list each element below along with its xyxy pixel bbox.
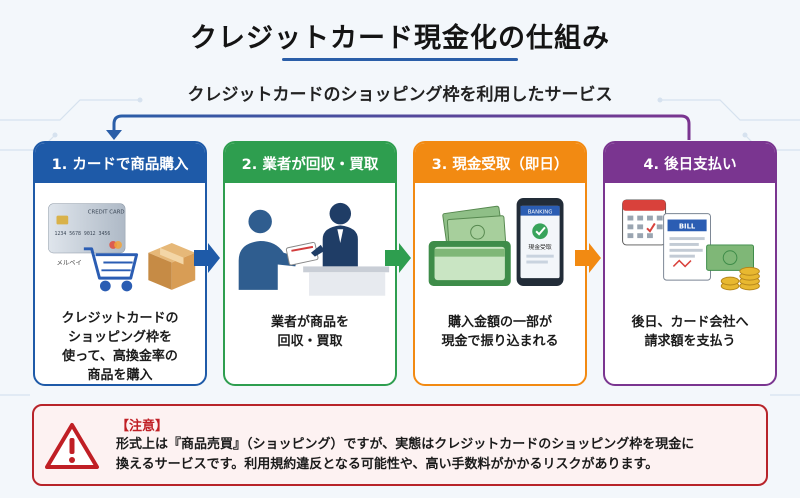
- box-icon: [148, 242, 196, 290]
- purchase-illustration: CREDIT CARD 1234 5678 9012 3456 メルペイ: [48, 203, 196, 292]
- step-card-2: 2. 業者が回収・買取 業者が商品を回収・買取: [223, 141, 397, 386]
- smartphone-icon: BANKING 現金受取: [516, 198, 564, 286]
- title-underline: [282, 58, 518, 61]
- warning-label: 【注意】: [116, 419, 169, 434]
- page-title: クレジットカード現金化の仕組み: [190, 23, 610, 54]
- step-card-1: 1. カードで商品購入 CREDIT CARD 1234 5678 9012 3…: [33, 141, 207, 386]
- buyback-illustration: [238, 202, 390, 296]
- gift-icon: [285, 241, 319, 266]
- bill-icon: BILL: [663, 213, 712, 281]
- cash-receipt-illustration: BANKING 現金受取: [428, 198, 564, 286]
- svg-text:1234 5678 9012 3456: 1234 5678 9012 3456: [55, 231, 111, 237]
- step-card-3: 3. 現金受取（即日） BANKING 現金受取 購入金額の一部が現金で振り込ま…: [413, 141, 587, 386]
- warning-box: 【注意】 形式上は『商品売買』（ショッピング）ですが、実態はクレジットカードのシ…: [32, 404, 768, 486]
- svg-text:CREDIT CARD: CREDIT CARD: [88, 210, 125, 216]
- counter-desk: [303, 266, 390, 273]
- banknotes-icon: [442, 205, 507, 250]
- customer-icon: [238, 209, 298, 290]
- svg-text:メルペイ: メルペイ: [56, 258, 81, 266]
- wallet-icon: [428, 241, 511, 286]
- step-2-description: 業者が商品を回収・買取: [270, 315, 349, 349]
- warning-text: 形式上は『商品売買』（ショッピング）ですが、実態はクレジットカードのショッピング…: [116, 437, 695, 472]
- step-1-header: 1. カードで商品購入: [35, 143, 205, 183]
- credit-card-icon: CREDIT CARD 1234 5678 9012 3456: [48, 203, 126, 254]
- svg-text:BANKING: BANKING: [528, 210, 553, 216]
- calendar-icon: [622, 199, 667, 246]
- shopping-cart-icon: [83, 247, 139, 292]
- svg-text:BILL: BILL: [679, 222, 696, 230]
- step-4-header: 4. 後日支払い: [605, 143, 775, 183]
- svg-text:現金受取: 現金受取: [528, 243, 552, 251]
- flow-arrow-2: [385, 243, 411, 273]
- page-subtitle: クレジットカードのショッピング枠を利用したサービス: [187, 85, 613, 105]
- flow-arrow-1: [194, 243, 220, 273]
- cash-coins-icon: [706, 244, 760, 291]
- cycle-arrow: [106, 114, 691, 140]
- step-4-description: 後日、カード会社へ請求額を支払う: [631, 315, 749, 349]
- step-card-4: 4. 後日支払い BILL 後: [603, 141, 777, 386]
- payment-illustration: BILL: [622, 199, 760, 291]
- step-3-header: 3. 現金受取（即日）: [415, 143, 585, 183]
- staff-icon: [310, 202, 358, 267]
- step-2-header: 2. 業者が回収・買取: [225, 143, 395, 183]
- warning-triangle-icon: [45, 423, 99, 469]
- flow-arrow-3: [575, 243, 601, 273]
- step-1-description: クレジットカードのショッピング枠を 使って、高換金率の商品を購入: [61, 311, 179, 383]
- step-3-description: 購入金額の一部が現金で振り込まれる: [441, 315, 559, 349]
